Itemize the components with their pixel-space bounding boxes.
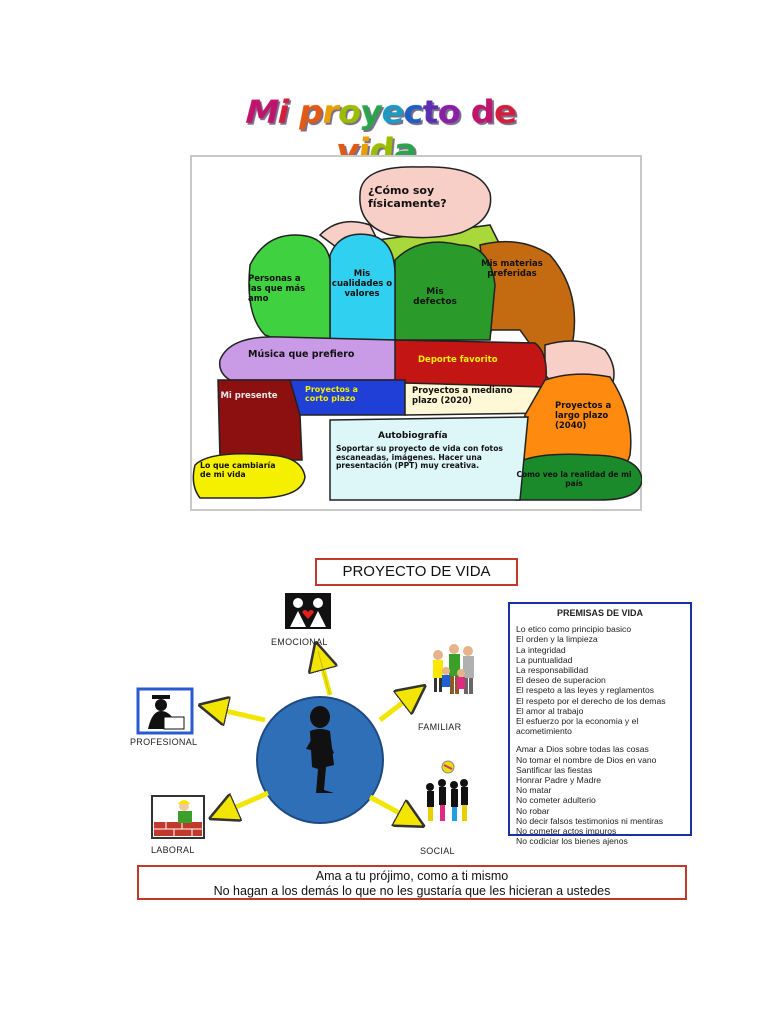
- arrow-laboral: [218, 790, 270, 815]
- premisa-commandment-item: No codiciar los bienes ajenos: [516, 836, 628, 847]
- head-shape: [359, 166, 492, 239]
- defectos-shape: [394, 241, 496, 341]
- page-title: Mi proyecto de vida: [240, 93, 517, 173]
- premisas-heading: PREMISAS DE VIDA: [556, 608, 643, 618]
- premisa-commandment-item: Santificar las fiestas: [516, 764, 593, 775]
- head-label: ¿Cómo soy físicamente?: [368, 184, 447, 210]
- presente-label: Mi presente: [220, 391, 278, 401]
- premisa-value-item: El esfuerzo por la economia y el: [516, 716, 639, 727]
- label-emocional: EMOCIONAL: [271, 637, 328, 647]
- label-social: SOCIAL: [420, 846, 455, 856]
- premisas-box: PREMISAS DE VIDA Lo etico como principio…: [508, 602, 692, 846]
- social-icon: [426, 760, 468, 821]
- cambiaria-label: Lo que cambiaría de mi vida: [200, 461, 276, 479]
- premisa-value-item: La integridad: [516, 644, 566, 655]
- materias-label: Mis materias preferidas: [481, 259, 543, 279]
- premisa-value-item: El amor al trabajo: [516, 705, 584, 716]
- premisa-commandment-item: No matar: [516, 785, 552, 796]
- defectos-label: Mis defectos: [413, 287, 457, 308]
- arrow-familiar: [378, 691, 418, 722]
- familiar-icon: [433, 644, 474, 694]
- arrow-social: [368, 794, 416, 822]
- life-project-diagram: [136, 593, 474, 839]
- quote-line-2: No hagan a los demás lo que no les gusta…: [213, 884, 611, 898]
- musica-label: Música que prefiero: [248, 349, 355, 360]
- premisa-commandment-item: No cometer actos impuros: [516, 826, 617, 837]
- premisa-value-item: La responsabilidad: [516, 665, 589, 676]
- label-laboral: LABORAL: [151, 845, 195, 855]
- cualidades-shape: [329, 233, 396, 341]
- mediano-label: Proyectos a mediano plazo (2020): [412, 386, 513, 406]
- premisa-value-item: El orden y la limpieza: [516, 634, 598, 645]
- premisa-value-item: El deseo de superacion: [516, 675, 606, 686]
- arrow-profesional: [208, 707, 266, 720]
- laboral-icon: [151, 795, 205, 839]
- cambiaria-shape: [192, 453, 306, 499]
- diagram-title: PROYECTO DE VIDA: [315, 558, 518, 586]
- quote-box: Ama a tu prójimo, como a ti mismo No hag…: [137, 865, 687, 900]
- autobiografia-shape: [329, 416, 529, 501]
- premisa-value-item: Lo etico como principio basico: [516, 624, 632, 635]
- profesional-icon: [136, 687, 194, 735]
- label-familiar: FAMILIAR: [418, 722, 462, 732]
- premisa-value-item: El respeto por el derecho de los demas: [516, 695, 666, 706]
- premisa-commandment-item: No decir falsos testimonios ni mentiras: [516, 815, 664, 826]
- autobiografia-title: Autobiografía: [378, 431, 448, 441]
- largo-label: Proyectos a largo plazo (2040): [555, 401, 612, 431]
- figure-labels: ¿Cómo soy físicamente? Personas a las qu…: [190, 155, 642, 511]
- premisa-value-item: El respeto a las leyes y reglamentos: [516, 685, 655, 696]
- emocional-icon: [285, 593, 331, 629]
- thinker-icon: [306, 706, 334, 793]
- premisa-commandment-item: Amar a Dios sobre todas las cosas: [516, 744, 649, 755]
- premisa-commandment-item: No robar: [516, 805, 550, 816]
- personas-label: Personas a las que más amo: [248, 274, 306, 304]
- realidad-label: Como veo la realidad de mi país: [516, 470, 632, 488]
- premisa-commandment-item: No tomar el nombre de Dios en vano: [516, 754, 657, 765]
- autobiografia-text: Soportar su proyecto de vida con fotos e…: [336, 444, 503, 471]
- quote-line-1: Ama a tu prójimo, como a ti mismo: [315, 869, 509, 883]
- premisa-value-item: La puntualidad: [516, 654, 573, 665]
- cualidades-label: Mis cualidades o valores: [331, 269, 393, 299]
- label-profesional: PROFESIONAL: [130, 737, 198, 747]
- corto-label: Proyectos a corto plazo: [305, 385, 358, 404]
- arrow-emocional: [318, 651, 330, 696]
- deporte-label: Deporte favorito: [418, 355, 498, 365]
- thinker-figure: [192, 166, 642, 501]
- presente-shape: [217, 379, 303, 461]
- premisa-value-item: acometimiento: [516, 726, 572, 737]
- premisa-commandment-item: No cometer adulterio: [516, 795, 596, 806]
- premisa-commandment-item: Honrar Padre y Madre: [516, 775, 602, 786]
